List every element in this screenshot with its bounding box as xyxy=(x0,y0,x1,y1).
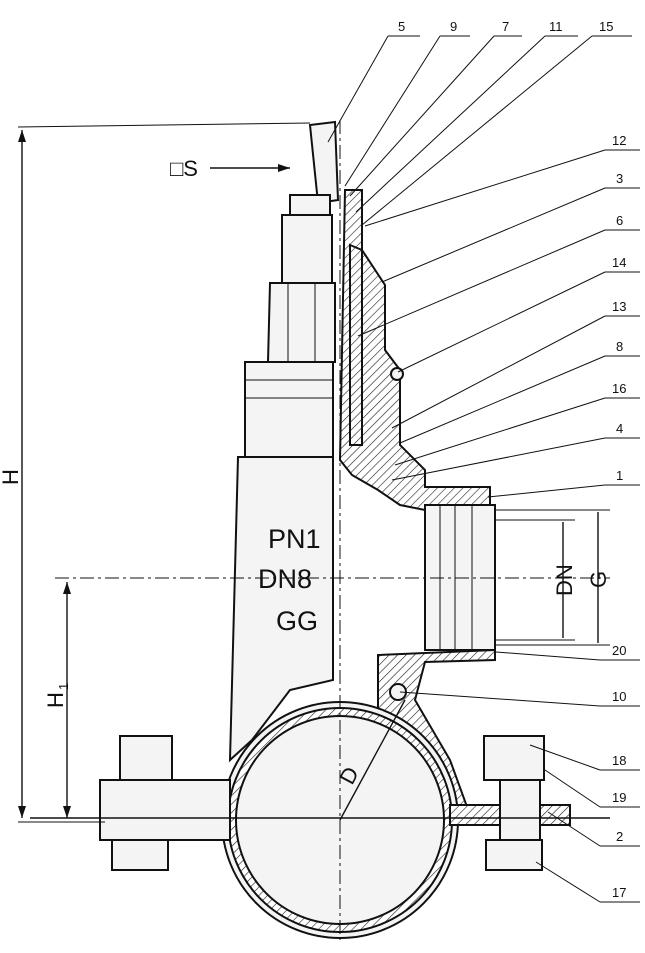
height-dimension-label: H xyxy=(0,469,23,485)
part-number: 14 xyxy=(612,255,626,270)
part-number: 12 xyxy=(612,133,626,148)
part-number: 5 xyxy=(398,19,405,34)
pipe-saddle xyxy=(30,701,610,939)
part-number: 7 xyxy=(502,19,509,34)
part-number: 18 xyxy=(612,753,626,768)
leader-lines xyxy=(327,35,640,903)
part-number: 17 xyxy=(612,885,626,900)
part-number: 4 xyxy=(616,421,623,436)
part-number: 11 xyxy=(549,19,563,34)
height1-subscript: 1 xyxy=(56,683,71,690)
thread-label: G xyxy=(586,571,611,588)
part-number: 1 xyxy=(616,468,623,483)
material-marking: GG xyxy=(276,606,318,636)
part-number: 15 xyxy=(599,19,613,34)
part-number: 10 xyxy=(612,689,626,704)
dimension-lines xyxy=(17,122,610,823)
square-dimension-label: □S xyxy=(170,156,198,181)
part-number: 6 xyxy=(616,213,623,228)
valve-exterior xyxy=(228,120,340,763)
part-number: 8 xyxy=(616,339,623,354)
part-number: 3 xyxy=(616,171,623,186)
part-number: 19 xyxy=(612,790,626,805)
part-number: 16 xyxy=(612,381,626,396)
part-number: 20 xyxy=(612,643,626,658)
part-number: 9 xyxy=(450,19,457,34)
part-number: 13 xyxy=(612,299,626,314)
nominal-diameter-label: DN xyxy=(552,564,577,596)
height1-dimension-label: H xyxy=(43,692,68,708)
size-marking: DN8 xyxy=(258,564,312,594)
part-number: 2 xyxy=(616,829,623,844)
pressure-marking: PN1 xyxy=(268,524,321,554)
